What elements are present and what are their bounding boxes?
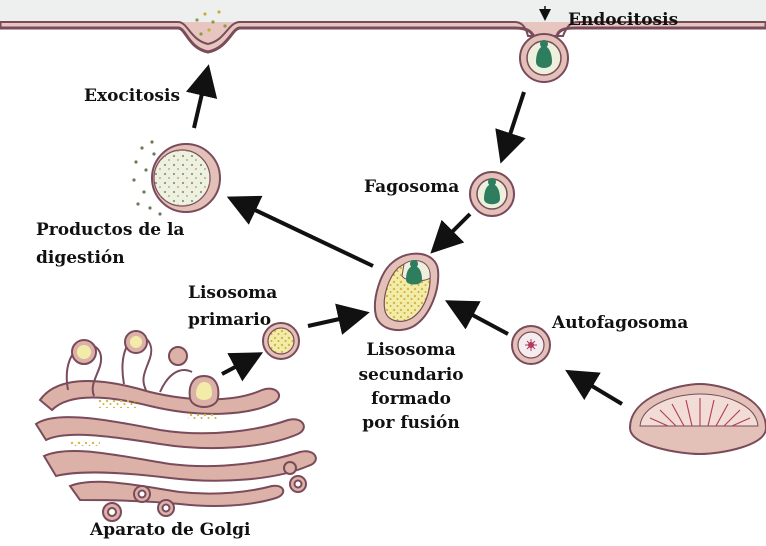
arrow-primary-to-fusion: [308, 314, 362, 326]
label-lisosoma-secundario-line1: Lisosoma: [356, 340, 466, 361]
arrow-organelle-to-autophagosome: [572, 374, 622, 404]
label-endocitosis: Endocitosis: [568, 10, 678, 31]
phagosome: [470, 172, 514, 216]
arrow-autophagosome-to-fusion: [452, 304, 508, 334]
label-lisosoma-secundario-line4: por fusión: [356, 413, 466, 434]
label-exocitosis: Exocitosis: [84, 86, 180, 107]
damaged-organelle: [630, 384, 766, 454]
label-autofagosoma: Autofagosoma: [552, 313, 688, 334]
label-lisosoma-secundario-line3: formado: [356, 389, 466, 410]
label-fagosoma: Fagosoma: [364, 177, 459, 198]
arrow-golgi-to-primary: [222, 356, 256, 374]
label-lisosoma-primario-line2: primario: [188, 310, 271, 331]
label-lisosoma-primario-line1: Lisosoma: [188, 283, 277, 304]
digestion-products-vesicle: [132, 140, 220, 215]
golgi-apparatus: [36, 331, 316, 521]
label-productos-line1: Productos de la: [36, 220, 184, 241]
secondary-lysosome: [375, 254, 438, 330]
label-lisosoma-secundario-line2: secundario: [356, 365, 466, 386]
arrow-fusion-to-products: [234, 200, 373, 266]
arrow-phagosome-to-fusion: [436, 214, 470, 248]
label-productos-line2: digestión: [36, 248, 125, 269]
arrow-endocytosis-to-phagosome: [503, 92, 524, 156]
label-golgi: Aparato de Golgi: [90, 520, 250, 541]
arrow-exocytosis: [194, 72, 207, 128]
autophagosome: [512, 326, 550, 364]
